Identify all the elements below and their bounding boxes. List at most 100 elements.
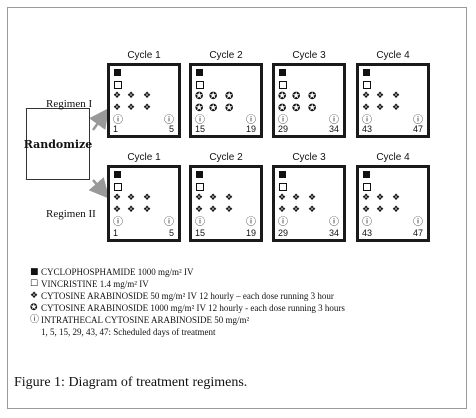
cytarabine-low-dose-icon: ❖ bbox=[225, 193, 234, 203]
start-day: 1 bbox=[113, 228, 119, 238]
figure-frame bbox=[7, 7, 467, 409]
legend-symbol-icon: ❖ bbox=[30, 291, 39, 301]
end-day: 47 bbox=[412, 228, 423, 238]
legend-text: CYCLOPHOSPHAMIDE 1000 mg/m² IV bbox=[41, 267, 194, 277]
cytarabine-high-dose-icon: ✪ bbox=[308, 103, 317, 114]
start-day: 15 bbox=[195, 124, 206, 134]
cytarabine-low-dose-icon: ❖ bbox=[113, 103, 122, 113]
cytarabine-low-dose-icon: ❖ bbox=[143, 91, 152, 101]
arrow-regimen-2 bbox=[88, 177, 110, 199]
cycle-title: Cycle 2 bbox=[209, 152, 243, 163]
legend-text: CYTOSINE ARABINOSIDE 1000 mg/m² IV 12 ho… bbox=[41, 303, 345, 313]
start-day: 29 bbox=[278, 124, 289, 134]
legend-text: VINCRISTINE 1.4 mg/m² IV bbox=[41, 279, 149, 289]
vincristine-icon bbox=[279, 81, 287, 92]
legend-item: ✪CYTOSINE ARABINOSIDE 1000 mg/m² IV 12 h… bbox=[30, 302, 345, 314]
regimen-label: Regimen I bbox=[46, 98, 93, 110]
cytarabine-high-dose-icon: ✪ bbox=[292, 103, 301, 114]
vincristine-icon bbox=[196, 183, 204, 194]
start-day: 1 bbox=[113, 124, 119, 134]
start-day: 43 bbox=[362, 228, 373, 238]
cytarabine-low-dose-icon: ❖ bbox=[376, 91, 385, 101]
legend-item: ❖CYTOSINE ARABINOSIDE 50 mg/m² IV 12 hou… bbox=[30, 290, 345, 302]
cytarabine-low-dose-icon: ❖ bbox=[392, 193, 401, 203]
cytarabine-high-dose-icon: ✪ bbox=[278, 91, 287, 102]
legend-text: 1, 5, 15, 29, 43, 47: Scheduled days of … bbox=[41, 327, 216, 337]
cytarabine-low-dose-icon: ❖ bbox=[362, 91, 371, 101]
cytarabine-low-dose-icon: ❖ bbox=[278, 193, 287, 203]
cyclophosphamide-icon bbox=[279, 171, 286, 181]
cytarabine-high-dose-icon: ✪ bbox=[278, 103, 287, 114]
intrathecal-icon: ⓘ bbox=[413, 115, 423, 126]
cycle-title: Cycle 1 bbox=[127, 50, 161, 61]
vincristine-icon bbox=[114, 183, 122, 194]
cytarabine-low-dose-icon: ❖ bbox=[292, 205, 301, 215]
intrathecal-icon: ⓘ bbox=[278, 217, 288, 228]
cyclophosphamide-icon bbox=[114, 171, 121, 181]
cytarabine-low-dose-icon: ❖ bbox=[127, 205, 136, 215]
legend-item: ☐VINCRISTINE 1.4 mg/m² IV bbox=[30, 278, 345, 290]
legend: ■CYCLOPHOSPHAMIDE 1000 mg/m² IV☐VINCRIST… bbox=[30, 266, 345, 338]
vincristine-icon bbox=[363, 183, 371, 194]
cyclophosphamide-icon bbox=[363, 171, 370, 181]
end-day: 47 bbox=[412, 124, 423, 134]
cytarabine-low-dose-icon: ❖ bbox=[392, 103, 401, 113]
cytarabine-high-dose-icon: ✪ bbox=[195, 91, 204, 102]
end-day: 34 bbox=[328, 228, 339, 238]
intrathecal-icon: ⓘ bbox=[195, 115, 205, 126]
cytarabine-low-dose-icon: ❖ bbox=[113, 91, 122, 101]
end-day: 5 bbox=[168, 124, 174, 134]
cytarabine-low-dose-icon: ❖ bbox=[127, 193, 136, 203]
legend-symbol-icon: ✪ bbox=[30, 303, 38, 313]
intrathecal-icon: ⓘ bbox=[362, 217, 372, 228]
cytarabine-high-dose-icon: ✪ bbox=[195, 103, 204, 114]
intrathecal-icon: ⓘ bbox=[164, 217, 174, 228]
cytarabine-low-dose-icon: ❖ bbox=[278, 205, 287, 215]
intrathecal-icon: ⓘ bbox=[329, 115, 339, 126]
cytarabine-low-dose-icon: ❖ bbox=[376, 205, 385, 215]
intrathecal-icon: ⓘ bbox=[278, 115, 288, 126]
cytarabine-low-dose-icon: ❖ bbox=[376, 103, 385, 113]
intrathecal-icon: ⓘ bbox=[246, 217, 256, 228]
intrathecal-icon: ⓘ bbox=[113, 115, 123, 126]
end-day: 19 bbox=[245, 228, 256, 238]
cytarabine-high-dose-icon: ✪ bbox=[225, 91, 234, 102]
cytarabine-low-dose-icon: ❖ bbox=[143, 205, 152, 215]
cytarabine-high-dose-icon: ✪ bbox=[209, 91, 218, 102]
cytarabine-low-dose-icon: ❖ bbox=[209, 205, 218, 215]
legend-text: INTRATHECAL CYTOSINE ARABINOSIDE 50 mg/m… bbox=[41, 315, 250, 325]
cycle-title: Cycle 4 bbox=[376, 152, 410, 163]
cytarabine-low-dose-icon: ❖ bbox=[143, 103, 152, 113]
vincristine-icon bbox=[279, 183, 287, 194]
vincristine-icon bbox=[114, 81, 122, 92]
end-day: 5 bbox=[168, 228, 174, 238]
cytarabine-low-dose-icon: ❖ bbox=[308, 193, 317, 203]
legend-text: CYTOSINE ARABINOSIDE 50 mg/m² IV 12 hour… bbox=[41, 291, 334, 301]
cytarabine-low-dose-icon: ❖ bbox=[143, 193, 152, 203]
cytarabine-high-dose-icon: ✪ bbox=[292, 91, 301, 102]
randomize-label: Randomize bbox=[23, 137, 93, 151]
intrathecal-icon: ⓘ bbox=[246, 115, 256, 126]
cytarabine-low-dose-icon: ❖ bbox=[209, 193, 218, 203]
cytarabine-low-dose-icon: ❖ bbox=[376, 193, 385, 203]
cycle-title: Cycle 1 bbox=[127, 152, 161, 163]
arrow-regimen-1 bbox=[89, 107, 109, 131]
cytarabine-low-dose-icon: ❖ bbox=[113, 205, 122, 215]
intrathecal-icon: ⓘ bbox=[164, 115, 174, 126]
randomize-box: Randomize bbox=[23, 108, 93, 180]
figure-caption: Figure 1: Diagram of treatment regimens. bbox=[14, 375, 248, 390]
cycle-title: Cycle 3 bbox=[292, 50, 326, 61]
cytarabine-low-dose-icon: ❖ bbox=[113, 193, 122, 203]
cyclophosphamide-icon bbox=[196, 69, 203, 79]
intrathecal-icon: ⓘ bbox=[413, 217, 423, 228]
end-day: 34 bbox=[328, 124, 339, 134]
legend-item: 1, 5, 15, 29, 43, 47: Scheduled days of … bbox=[30, 326, 345, 338]
intrathecal-icon: ⓘ bbox=[195, 217, 205, 228]
cyclophosphamide-icon bbox=[363, 69, 370, 79]
start-day: 15 bbox=[195, 228, 206, 238]
